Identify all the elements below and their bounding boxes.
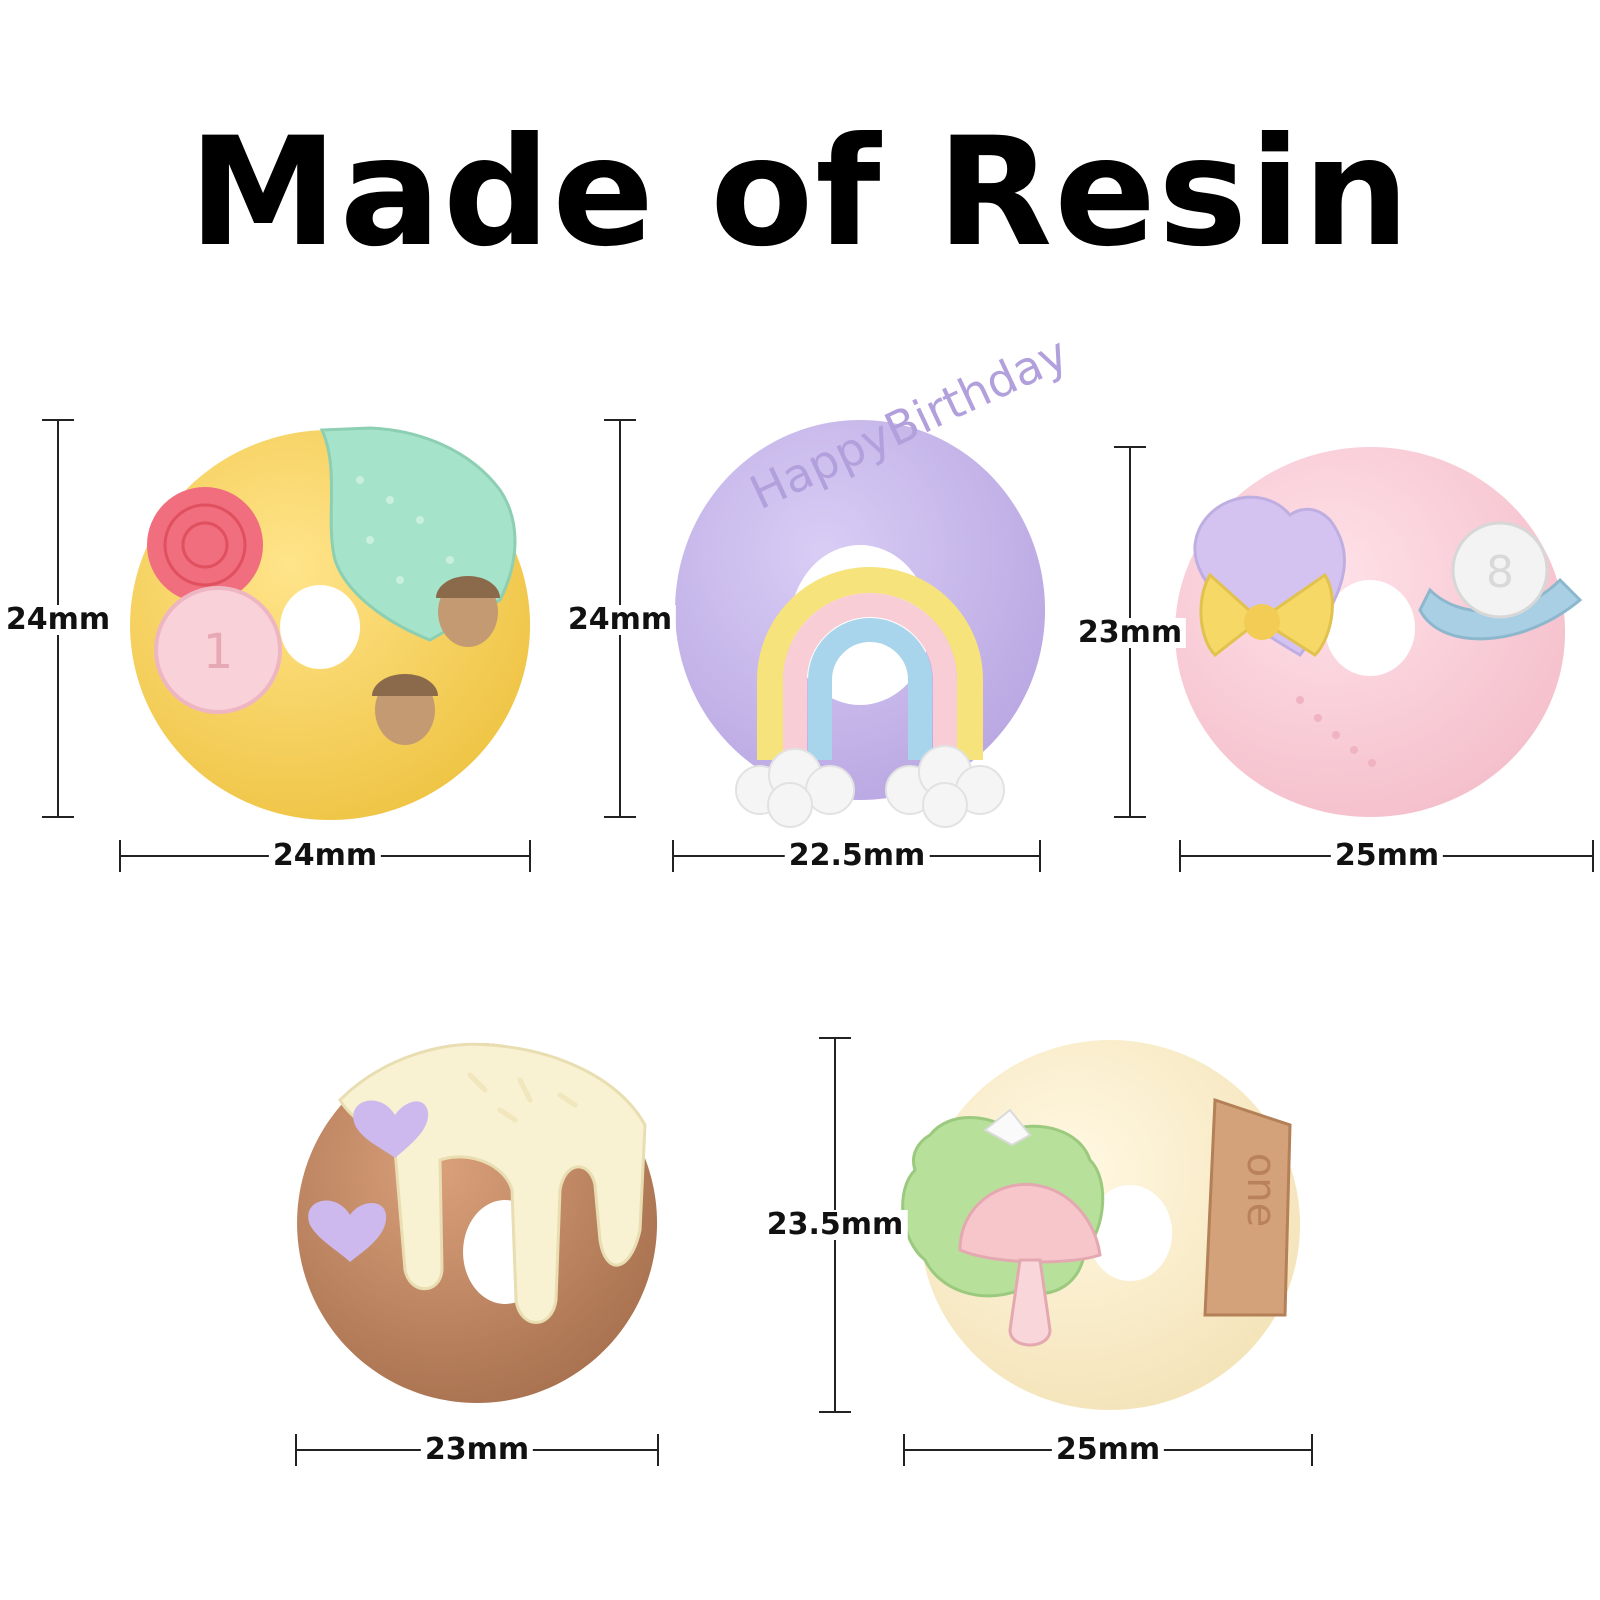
heart-icon [353, 1100, 429, 1158]
dimension-label-height: 23.5mm [762, 1210, 908, 1240]
dimension-label-height: 24mm [563, 605, 677, 635]
butterfly-icon [983, 1108, 1032, 1147]
badge-number-1: 1 [203, 624, 234, 680]
mushroom-icon [958, 1182, 1102, 1347]
acorn-icon [436, 576, 500, 647]
rainbow-icon [757, 567, 983, 760]
charm-pink-bow: 8 [1175, 447, 1583, 817]
acorn-icon [372, 674, 438, 745]
dimension-label-width: 25mm [1330, 841, 1444, 871]
bow-icon [1199, 572, 1334, 657]
wooden-sign-icon [1203, 1097, 1292, 1317]
charm-cream-mushroom: one [901, 1040, 1301, 1411]
sign-text-one: one [1238, 1153, 1284, 1227]
dimension-label-width: 22.5mm [784, 841, 930, 871]
page-title: Made of Resin [188, 106, 1412, 280]
charm-brown-drip [297, 1042, 658, 1403]
charm-lavender-rainbow: HappyBirthday [675, 326, 1076, 828]
cloud-icon [735, 748, 855, 828]
dimension-label-width: 25mm [1051, 1435, 1165, 1465]
dimension-label-height: 23mm [1073, 618, 1187, 648]
dimension-label-width: 24mm [268, 841, 382, 871]
dimension-label-width: 23mm [420, 1435, 534, 1465]
heart-icon [308, 1200, 387, 1262]
dimension-label-height: 24mm [1, 605, 115, 635]
cloud-icon [885, 745, 1005, 828]
charm-yellow-acorn: 1 [130, 426, 531, 820]
badge-number-8: 8 [1486, 547, 1514, 598]
